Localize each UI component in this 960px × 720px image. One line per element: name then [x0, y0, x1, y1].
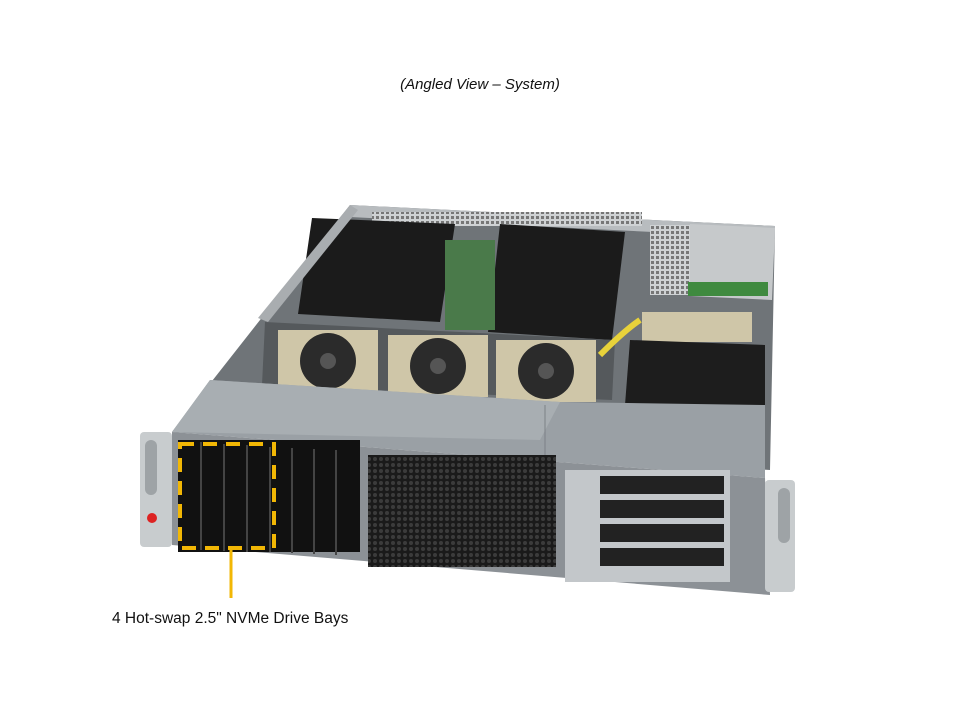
- cooling-fans: [278, 312, 752, 402]
- gpu-module-right: [488, 224, 625, 340]
- callout-nvme-drive-bays: 4 Hot-swap 2.5" NVMe Drive Bays: [112, 610, 349, 627]
- drive-bays: [178, 440, 360, 555]
- power-button-icon: [147, 513, 157, 523]
- gpu-module-left: [298, 218, 455, 322]
- front-vent-mesh: [368, 455, 556, 567]
- right-rack-handle: [765, 480, 795, 592]
- nvme-bays-highlight: [178, 442, 276, 550]
- left-rack-handle: [140, 432, 172, 547]
- power-supply: [690, 224, 775, 300]
- view-caption: (Angled View – System): [400, 76, 560, 93]
- pcie-expansion-slots: [565, 470, 730, 582]
